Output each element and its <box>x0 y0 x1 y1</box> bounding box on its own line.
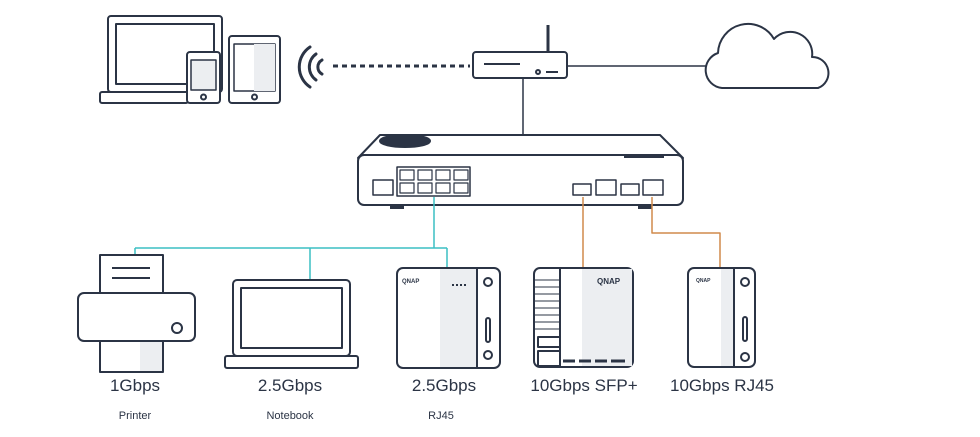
notebook-icon <box>224 279 359 369</box>
nas-sfp-speed-label: 10Gbps SFP+ <box>530 376 638 395</box>
notebook-speed-label: 2.5Gbps <box>257 376 323 395</box>
qnap-logo: QNAP <box>696 278 711 284</box>
nas-rj45-speed-label: 2.5Gbps <box>411 376 477 395</box>
wifi-icon <box>297 45 324 89</box>
qnap-logo: QNAP <box>597 277 621 286</box>
phone-icon <box>186 51 221 104</box>
printer-speed-label: 1Gbps <box>109 376 161 395</box>
printer-label: Printer <box>118 410 152 422</box>
notebook-label: Notebook <box>266 410 314 422</box>
nas-10g-rj45-speed-label: 10Gbps RJ45 <box>670 376 774 395</box>
cloud-icon <box>704 22 830 89</box>
printer-icon <box>77 254 196 373</box>
nas-sfp-icon <box>533 267 634 368</box>
tablet-icon <box>228 35 281 104</box>
nas-rj45-2-5g-icon <box>396 267 501 369</box>
rj45-label: RJ45 <box>428 410 454 422</box>
qnap-logo: QNAP <box>402 279 419 285</box>
teal-links <box>134 197 448 280</box>
router-icon <box>472 25 568 79</box>
nas-rj45-10g-icon <box>687 267 756 368</box>
orange-links <box>582 197 721 268</box>
switch-icon <box>357 134 684 209</box>
